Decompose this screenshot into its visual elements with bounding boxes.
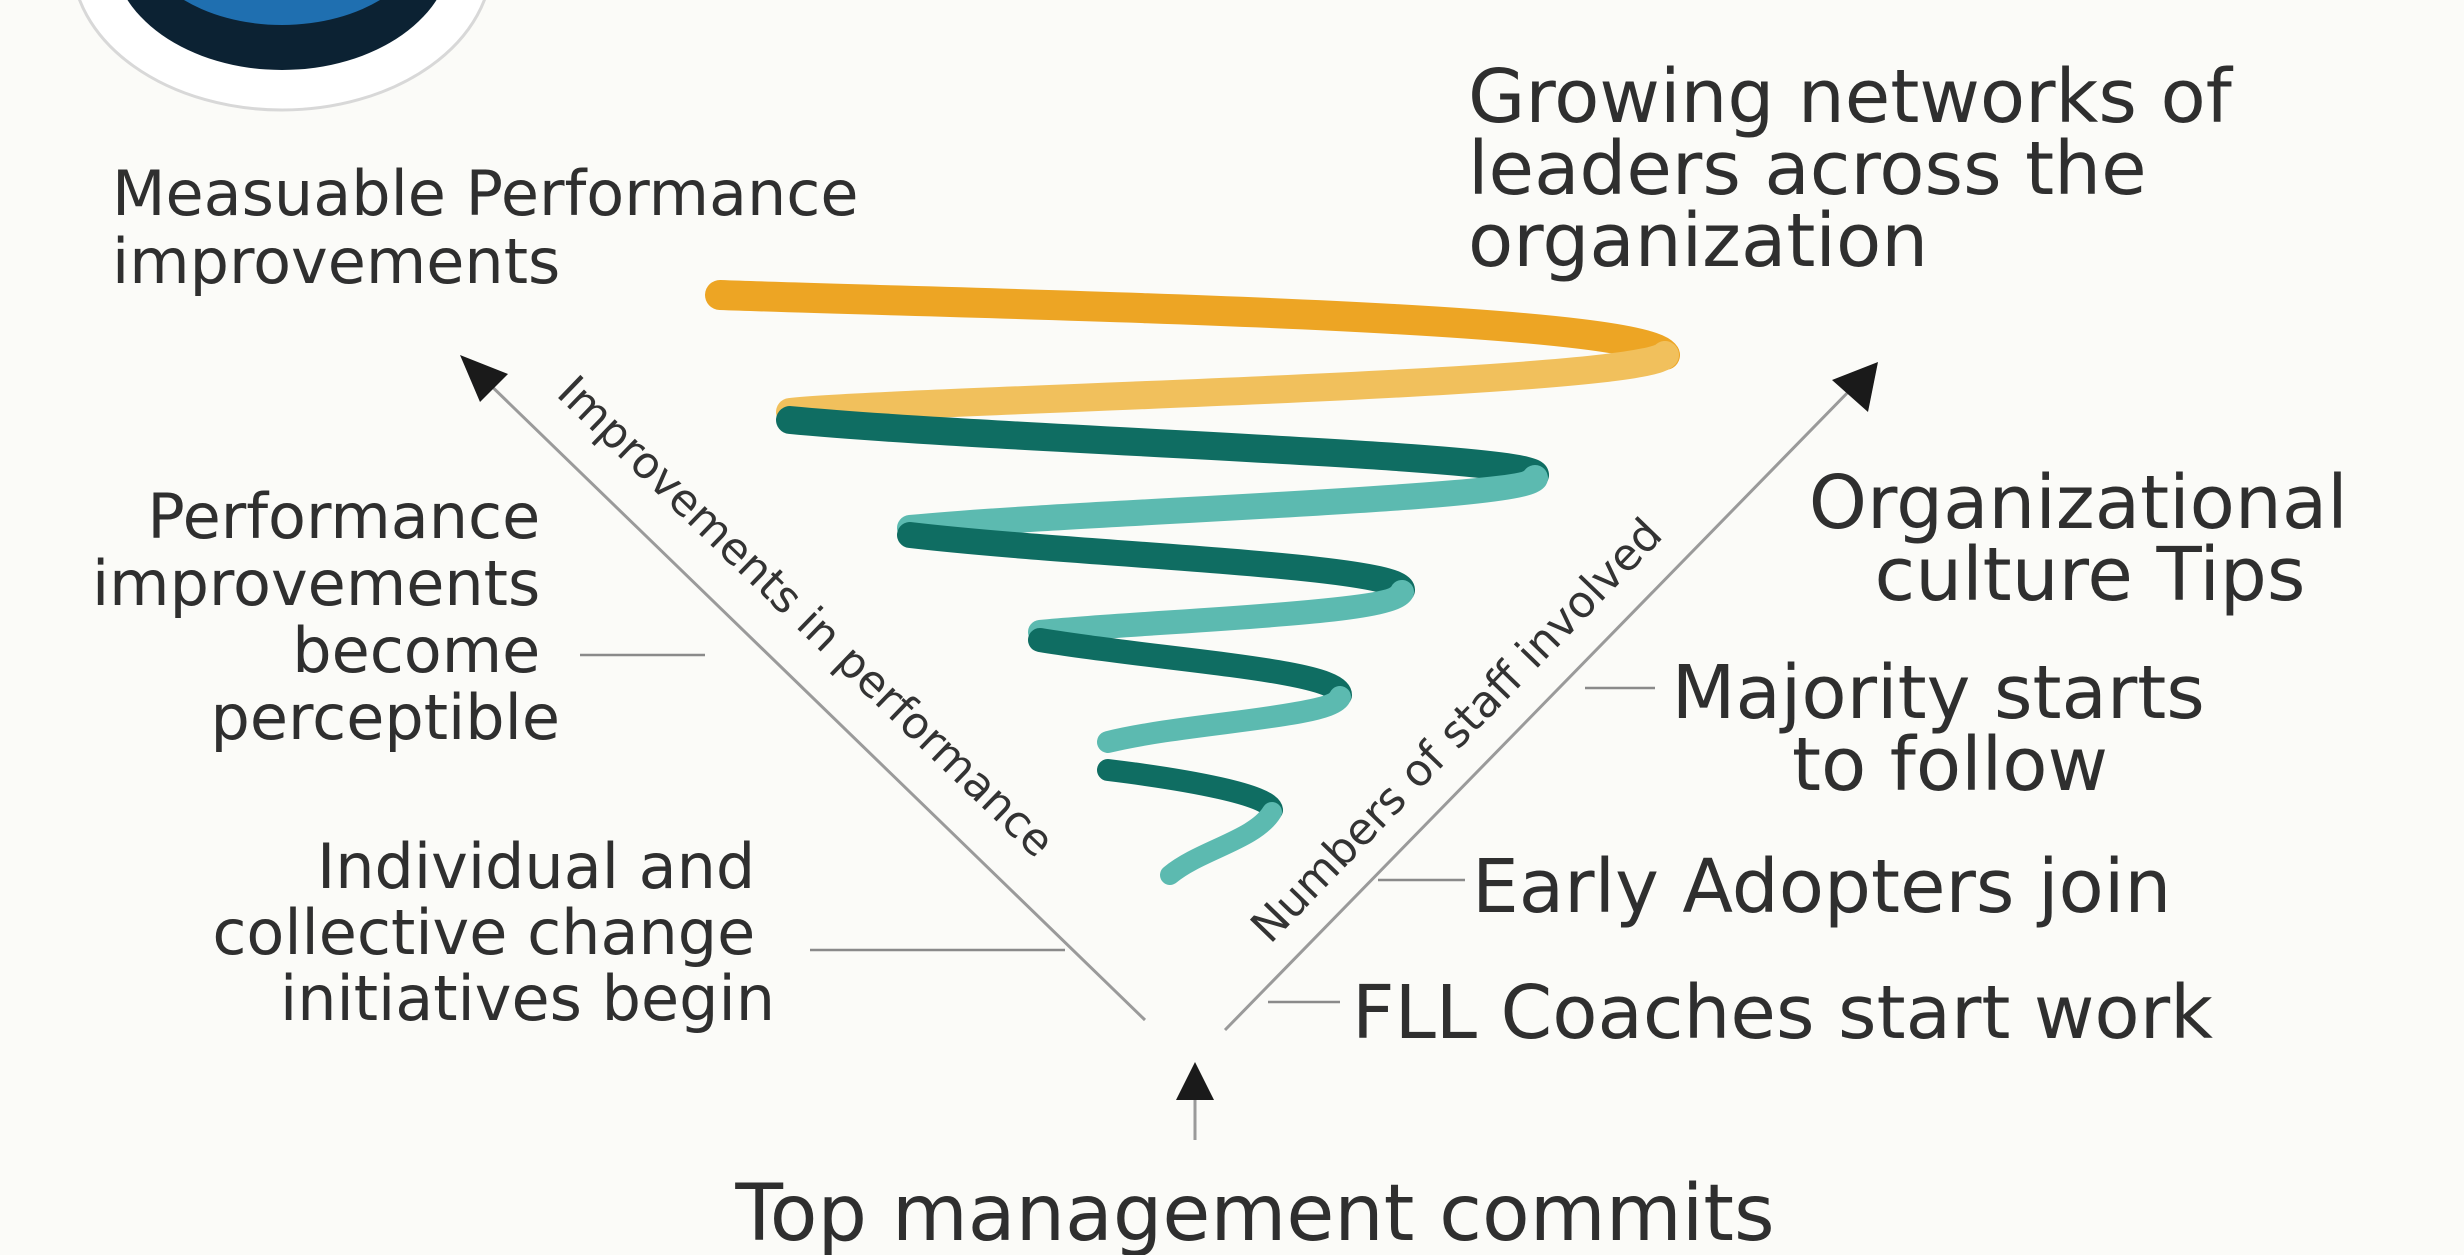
spiral-band-4 (897, 465, 1548, 541)
label-majority: Majority starts to follow (1672, 650, 2229, 808)
right-axis-arrowhead (1832, 362, 1878, 412)
spiral-band-3 (776, 406, 1549, 489)
spiral-band-5 (897, 522, 1415, 603)
spiral-band-10 (1160, 802, 1282, 885)
logo-circle (78, 0, 486, 112)
label-growing-networks: Growing networks of leaders across the o… (1468, 54, 2255, 284)
bottom-arrow (1176, 1062, 1214, 1140)
label-measurable-performance: Measuable Performance improvements (112, 157, 878, 298)
label-early-adopters: Early Adopters join (1472, 844, 2171, 930)
label-perceptible: Performance improvements become percepti… (92, 480, 560, 754)
spiral (705, 280, 1680, 885)
spiral-band-8 (1097, 686, 1351, 753)
spiral-band-9 (1097, 759, 1283, 821)
bottom-arrowhead (1176, 1062, 1214, 1100)
spiral-band-6 (1028, 580, 1414, 644)
label-top-management: Top management commits (734, 1169, 1774, 1255)
spiral-band-1 (705, 280, 1680, 370)
label-fll-coaches: FLL Coaches start work (1352, 970, 2213, 1056)
spiral-band-7 (1028, 628, 1352, 707)
left-axis-arrowhead (460, 355, 508, 402)
label-culture-tips: Organizational culture Tips (1809, 460, 2372, 618)
spiral-band-2 (776, 341, 1679, 426)
label-initiatives: Individual and collective change initiat… (212, 830, 775, 1035)
